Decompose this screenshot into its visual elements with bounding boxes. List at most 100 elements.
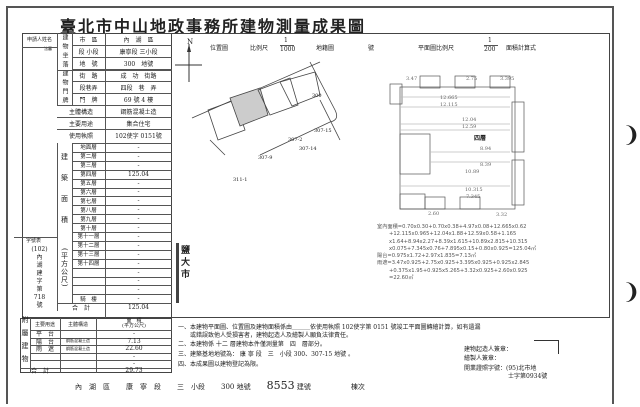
note-line: 或錯誤致他人受損害者，建物起造人及繪製人願負法律責任。 — [178, 332, 353, 339]
usage-label: 主要用途 — [68, 120, 93, 128]
footer-section: 康 寧 段 — [126, 383, 161, 391]
divider — [72, 223, 172, 225]
location-scale-den: 1000 — [280, 46, 296, 53]
divider — [30, 345, 172, 346]
address-group-label: 建物門牌 — [61, 70, 68, 106]
area-calculation: 室內面積=0.70x0.30+0.70x0.38+4.97x0.08+12.66… — [377, 224, 536, 282]
floor-label: 第十一層 — [77, 234, 100, 241]
footer-lot: 300 — [221, 383, 235, 391]
location-field-value: 300 地號 — [123, 60, 154, 68]
structure-value: 鋼筋混凝土造 — [120, 108, 157, 116]
floor-label — [72, 268, 105, 277]
floor-label: 騎 樓 — [80, 296, 97, 303]
note-line: 二、本建物係 十二 層建物本件僅測量第 四 層部分。 — [178, 341, 326, 348]
license-line: 建 — [36, 270, 43, 277]
dim: 3.47 — [406, 76, 418, 82]
divider — [30, 360, 172, 361]
floor-area-value: - — [137, 152, 140, 160]
license-no-label: 開業證照字號：(95)北市地 — [464, 365, 537, 372]
divider — [72, 151, 172, 153]
license-line: 湖 — [36, 262, 43, 269]
divider — [30, 352, 172, 354]
plan-scale-den: 200 — [484, 46, 496, 53]
permit-value: 102使字 0151號 — [115, 132, 162, 140]
address-field-value: 成 功 街路 — [120, 72, 157, 80]
dim: 10.315 — [465, 187, 483, 193]
parcel-300: 300 — [312, 93, 322, 99]
floor-area-value: - — [137, 286, 140, 294]
floor-area-value: - — [137, 277, 140, 285]
note-line: 三、建築基地地號為： 康 寧 段 三 小段 300、307-15 地號 。 — [178, 351, 355, 358]
floor-area-value: - — [137, 143, 140, 151]
divider — [72, 285, 172, 287]
divider — [72, 294, 172, 296]
floor-plan-drawing — [389, 75, 525, 210]
address-field-label: 街 路 — [79, 72, 98, 80]
parcel-307-2: 307-2 — [288, 137, 303, 143]
license-label: 字號表 — [26, 238, 42, 244]
dim: 3.395 — [500, 76, 515, 82]
floor-label: 第十三層 — [77, 252, 100, 259]
license-no-value: 士字第0934號 — [508, 373, 548, 380]
map-area — [172, 33, 610, 318]
dim: 7.345 — [466, 194, 481, 200]
floor-label: 第九層 — [80, 216, 97, 223]
annex-use: 雨 遮 — [35, 346, 54, 354]
dim: 12.04 — [462, 117, 477, 123]
parcel-311-1: 311-1 — [233, 177, 248, 183]
structure-label: 主體構造 — [68, 108, 93, 116]
footer-building-order: 棟次 — [350, 383, 365, 391]
license-line: 號 — [36, 302, 43, 309]
floor-label: 第十四層 — [77, 261, 100, 268]
annex-struct — [60, 353, 96, 361]
divider — [72, 45, 172, 46]
annex-total-value: 29.73 — [125, 367, 143, 374]
address-field-label: 門 牌 — [79, 96, 98, 104]
parcel-307-9: 307-9 — [258, 155, 273, 161]
floor-label: 地面層 — [80, 145, 97, 152]
floor-label: 第十層 — [80, 225, 97, 232]
divider — [72, 249, 172, 251]
footer: 內 湖 區 康 寧 段 三 小段 300 地號 8553 建號 棟次 — [75, 379, 365, 392]
license-line: 718 — [33, 294, 46, 301]
annex-use: 平 台 — [35, 331, 54, 339]
floor-area-value: - — [137, 268, 140, 276]
floor-label: 第二層 — [80, 154, 97, 161]
annex-area: 22.60 — [125, 345, 143, 353]
annex-struct: 鋼筋混凝土造 — [66, 345, 90, 351]
dim: 2.75 — [466, 76, 478, 82]
applicant-note: 法審 — [44, 46, 52, 51]
divider — [72, 258, 172, 260]
license-line: (102) — [31, 246, 48, 253]
divider — [72, 169, 172, 171]
parcel-307-15: 307-15 — [314, 128, 332, 134]
divider — [57, 117, 172, 118]
annex-area: - — [132, 330, 136, 338]
divider — [57, 129, 172, 130]
license-line: 內 — [36, 254, 43, 261]
divider — [72, 267, 172, 269]
annex-header-struct: 主體構造 — [67, 321, 88, 328]
divider — [20, 367, 172, 369]
floor-area-value: - — [137, 215, 140, 223]
floor-area-value: 125.04 — [128, 170, 149, 178]
area-calc-label: 面積計算式 — [506, 45, 537, 52]
floor-label: 第十二層 — [77, 243, 100, 250]
floor-area-value: - — [137, 188, 140, 196]
location-group-label: 建物坐落 — [61, 33, 68, 70]
divider — [72, 178, 172, 180]
footer-district: 內 湖 區 — [75, 383, 110, 391]
footer-building-number: 8553 — [266, 379, 295, 392]
divider — [57, 70, 172, 71]
document-frame — [6, 6, 614, 404]
annex-area: - — [132, 352, 136, 360]
floor-label: 第四層 — [80, 172, 97, 179]
divider — [72, 143, 172, 144]
location-field-label: 段 小段 — [78, 48, 99, 56]
stamp: 鹽大市 — [179, 245, 189, 281]
annex-use: 陽 台 — [35, 338, 54, 346]
calc-line: x0.075+7.345x0.76+7.895x0.15+0.80x0.925=… — [389, 245, 537, 252]
divider — [72, 81, 172, 82]
divider — [30, 337, 172, 339]
